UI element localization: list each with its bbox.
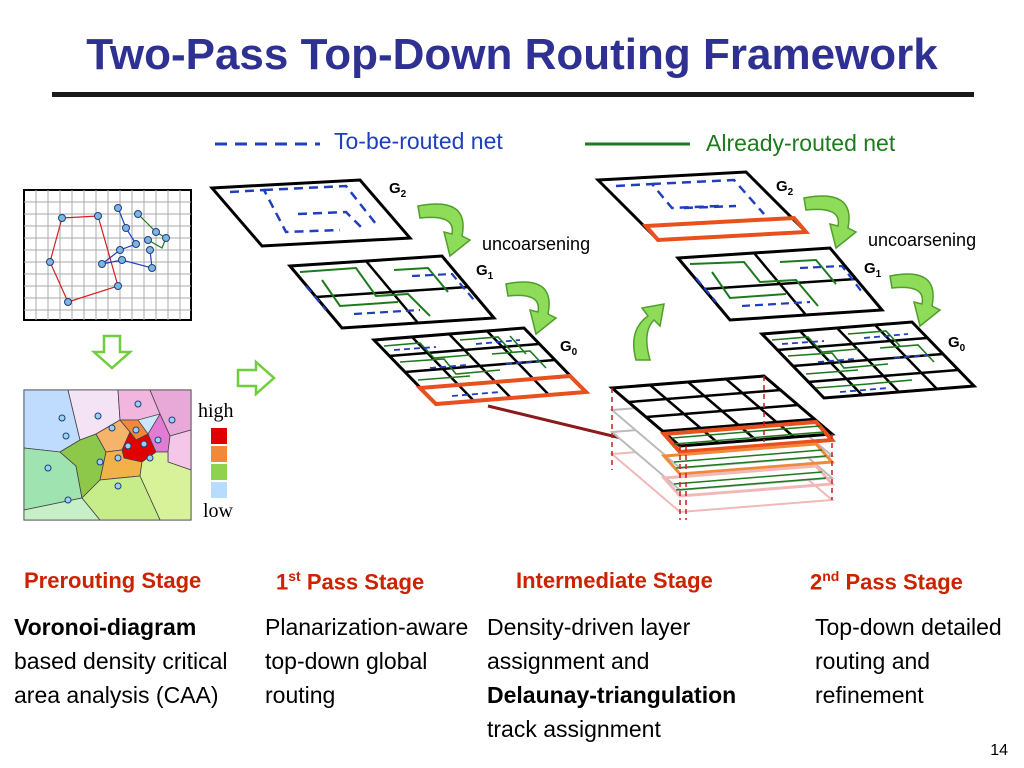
- first-pass-g0-layer: [370, 326, 591, 407]
- density-low-label: low: [203, 500, 233, 522]
- g0-label: G0: [560, 338, 578, 358]
- desc-first-pass: Planarization-aware top-down global rout…: [265, 614, 469, 708]
- grid-graph: [23, 189, 192, 321]
- page-title: Two-Pass Top-Down Routing Framework: [86, 30, 938, 79]
- up-arrow-icon: [633, 303, 665, 361]
- density-scale: [211, 428, 227, 498]
- g0-label: G0: [948, 334, 966, 354]
- second-pass-g2-layer: [594, 170, 811, 243]
- density-high-label: high: [198, 400, 234, 422]
- uncoarsening-arrow-icon: [889, 273, 942, 328]
- uncoarsening-arrow-icon: [417, 203, 472, 258]
- legend-already-routed: Already-routed net: [706, 130, 896, 156]
- second-pass-g1-layer: [674, 246, 886, 322]
- page-number: 14: [990, 742, 1008, 759]
- g2-label: G2: [389, 180, 407, 200]
- stage-title-first-pass: 1st Pass Stage: [276, 568, 425, 595]
- first-pass-g1-layer: [286, 254, 498, 330]
- right-arrow-icon: [236, 359, 276, 397]
- g1-label: G1: [864, 260, 882, 280]
- uncoarsening-arrow-icon: [803, 195, 858, 250]
- stage-title-intermediate: Intermediate Stage: [516, 568, 713, 593]
- first-pass-g2-layer: [208, 178, 414, 248]
- second-pass-g0-layer: [758, 320, 978, 400]
- intermediate-layer-stack: [608, 374, 837, 520]
- desc-second-pass: Top-down detailed routing and refinement: [815, 614, 1002, 708]
- uncoarsening-arrow-icon: [505, 281, 558, 336]
- down-arrow-icon: [90, 334, 134, 370]
- uncoarsening-label: uncoarsening: [868, 230, 977, 250]
- stage-title-prerouting: Prerouting Stage: [24, 568, 202, 593]
- uncoarsening-label: uncoarsening: [482, 234, 591, 254]
- voronoi-map: [23, 389, 192, 521]
- title-rule: [52, 92, 974, 97]
- g2-label: G2: [776, 178, 794, 198]
- legend-to-be-routed: To-be-routed net: [334, 128, 503, 154]
- g1-label: G1: [476, 262, 494, 282]
- stage-title-second-pass: 2nd Pass Stage: [810, 568, 963, 595]
